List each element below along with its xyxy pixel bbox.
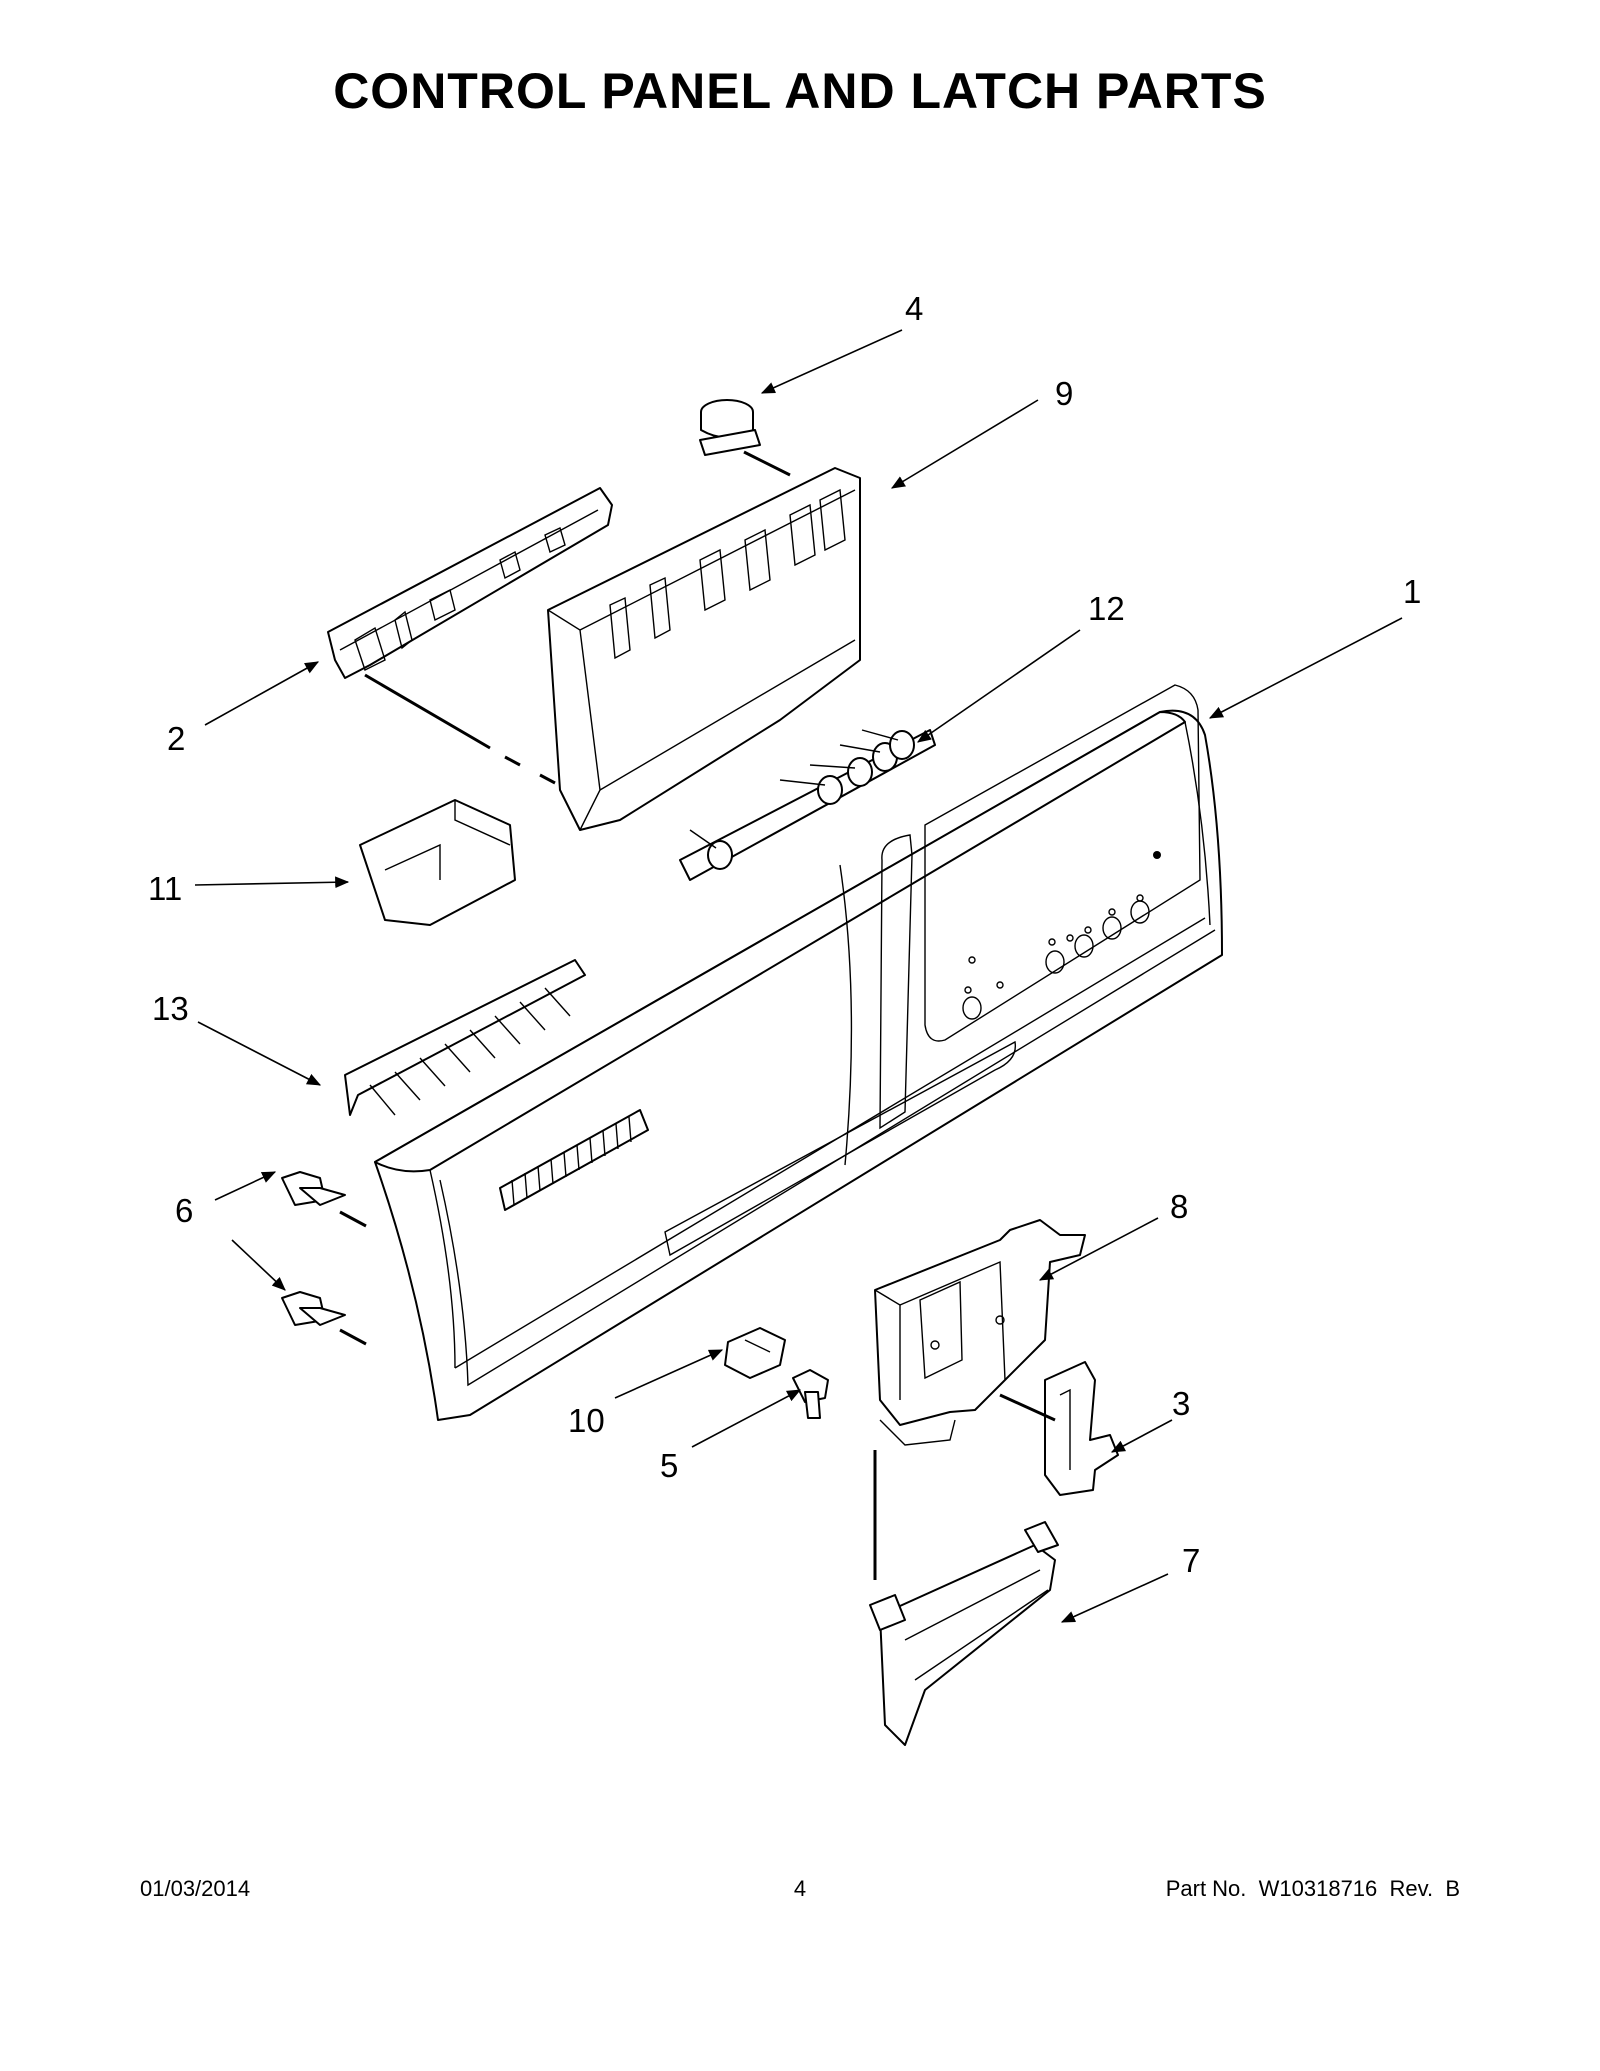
screw-lower xyxy=(281,1291,346,1326)
callout-labels: 1 2 3 4 5 6 7 8 9 10 11 12 13 xyxy=(148,290,1421,1579)
callout-12: 12 xyxy=(1088,590,1125,627)
control-panel-console xyxy=(374,684,1223,1421)
footer-part-number: Part No. W10318716 Rev. B xyxy=(1165,1876,1460,1901)
page-title: CONTROL PANEL AND LATCH PARTS xyxy=(333,63,1267,119)
callout-10: 10 xyxy=(568,1402,605,1439)
footer-page-number: 4 xyxy=(793,1876,807,1901)
switch-assembly xyxy=(679,729,936,881)
callout-5: 5 xyxy=(660,1447,678,1484)
thermistor-sensor xyxy=(699,399,761,456)
wire-harness-bracket xyxy=(327,487,613,679)
electronic-control-board xyxy=(547,467,861,831)
latch-handle xyxy=(869,1521,1059,1746)
callout-8: 8 xyxy=(1170,1188,1188,1225)
latch-screw xyxy=(792,1369,829,1419)
callout-1: 1 xyxy=(1403,573,1421,610)
callout-13: 13 xyxy=(152,990,189,1027)
leader-lines xyxy=(194,329,1403,1623)
callout-11: 11 xyxy=(148,870,182,907)
board-cover xyxy=(359,799,516,926)
callout-3: 3 xyxy=(1172,1385,1190,1422)
assembly-axis-lines xyxy=(339,450,1056,1580)
door-switch xyxy=(724,1327,786,1379)
screw-upper xyxy=(281,1171,346,1206)
connector-strip xyxy=(344,959,586,1116)
door-latch-assembly xyxy=(874,1219,1086,1446)
callout-7: 7 xyxy=(1182,1542,1200,1579)
callout-6: 6 xyxy=(175,1192,193,1229)
footer-date: 01/03/2014 xyxy=(140,1876,251,1901)
latch-bracket xyxy=(1044,1361,1119,1496)
callout-2: 2 xyxy=(167,720,185,757)
callout-9: 9 xyxy=(1055,375,1073,412)
callout-4: 4 xyxy=(905,290,923,327)
